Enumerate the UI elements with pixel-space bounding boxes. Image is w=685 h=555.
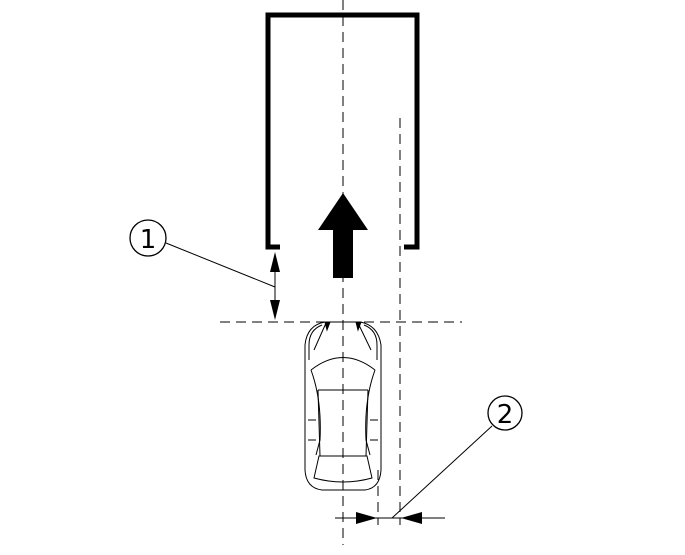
callout-1: 1 xyxy=(129,219,167,257)
svg-text:2: 2 xyxy=(497,400,514,430)
distance-dimension xyxy=(165,242,280,320)
car-top-view xyxy=(304,321,382,491)
callout-2: 2 xyxy=(487,395,523,431)
garage-outline xyxy=(265,12,420,250)
forward-arrow-icon xyxy=(318,193,368,278)
clearance-dimension xyxy=(335,425,493,524)
svg-text:1: 1 xyxy=(140,225,157,255)
